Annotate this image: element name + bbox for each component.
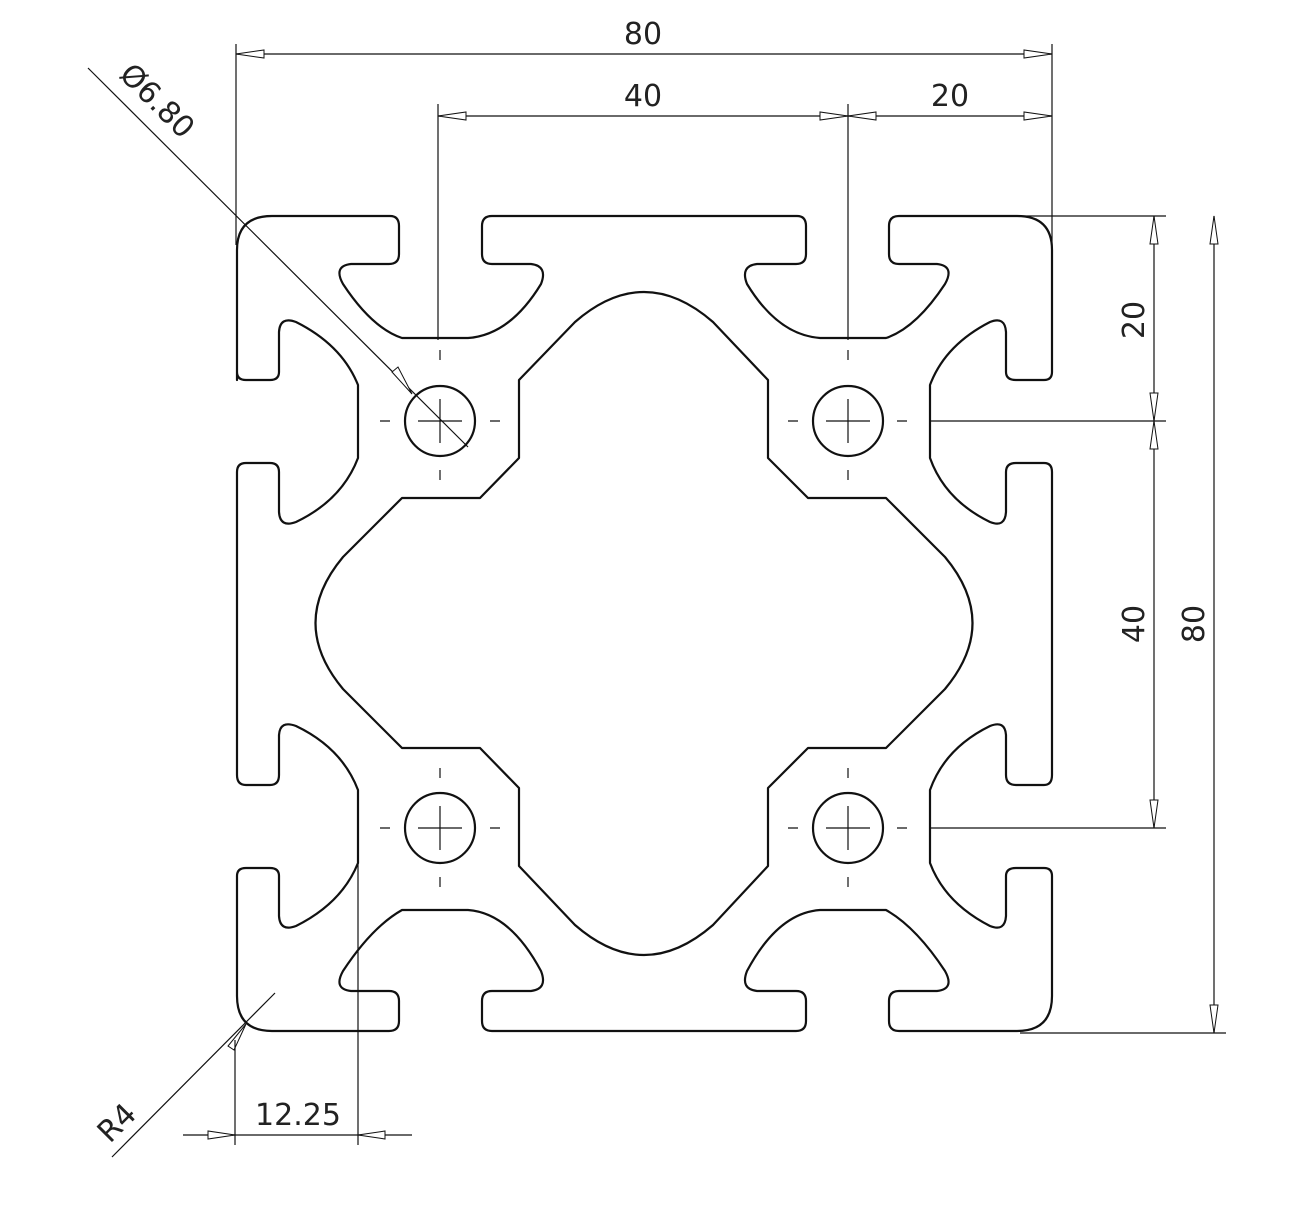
center-marks (380, 350, 910, 890)
dim-label: 80 (1177, 605, 1212, 643)
dim-label: 20 (1117, 301, 1152, 339)
dim-label: R4 (91, 1097, 144, 1150)
hole-top-right (811, 384, 885, 458)
dim-corner-radius: R4 (91, 992, 276, 1158)
dim-slot-offset: 12.25 (183, 855, 412, 1145)
hole-bottom-right (811, 791, 885, 865)
center-cavity (314, 291, 974, 956)
dim-hole-pitch-horizontal: 40 20 (437, 79, 1053, 340)
mounting-holes (403, 384, 885, 865)
hole-top-left (403, 384, 477, 458)
dim-label: 80 (624, 17, 662, 52)
dim-overall-width: 80 (235, 17, 1053, 245)
dim-label: Ø6.80 (112, 57, 201, 146)
dim-label: 40 (1117, 605, 1152, 643)
dim-label: 40 (624, 79, 662, 114)
dim-vertical-hole: 20 40 (930, 215, 1166, 829)
dim-overall-height: 80 (1020, 215, 1226, 1034)
dim-label: 20 (931, 79, 969, 114)
profile-outline (235, 214, 1054, 1033)
dim-hole-diameter: Ø6.80 (87, 57, 469, 448)
dim-label: 12.25 (255, 1098, 341, 1133)
hole-bottom-left (403, 791, 477, 865)
